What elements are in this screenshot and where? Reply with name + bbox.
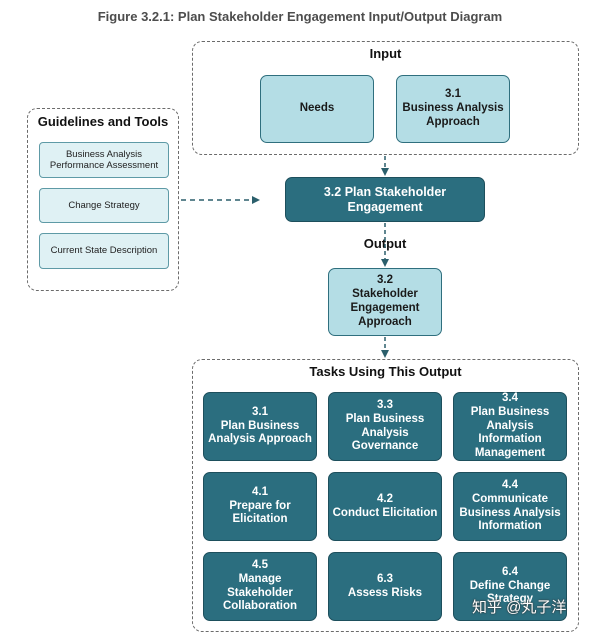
task-3-4: 3.4 Plan Business Analysis Information M… (453, 392, 567, 461)
tool-change-strategy: Change Strategy (39, 188, 169, 223)
task-plan-stakeholder-engagement: 3.2 Plan Stakeholder Engagement (285, 177, 485, 222)
task-4-1: 4.1 Prepare for Elicitation (203, 472, 317, 541)
tool-current-state-description: Current State Description (39, 233, 169, 269)
input-section (192, 41, 579, 155)
task-4-2: 4.2 Conduct Elicitation (328, 472, 442, 541)
output-label: Output (363, 236, 407, 251)
task-3-1: 3.1 Plan Business Analysis Approach (203, 392, 317, 461)
tasks-using-section (192, 359, 579, 632)
tasks-using-label: Tasks Using This Output (309, 364, 462, 379)
input-label: Input (369, 46, 402, 61)
input-needs: Needs (260, 75, 374, 143)
guidelines-label: Guidelines and Tools (37, 114, 169, 129)
task-4-5: 4.5 Manage Stakeholder Collaboration (203, 552, 317, 621)
task-6-4: 6.4 Define Change Strategy (453, 552, 567, 621)
task-3-3: 3.3 Plan Business Analysis Governance (328, 392, 442, 461)
guidelines-section (27, 108, 179, 291)
task-6-3: 6.3 Assess Risks (328, 552, 442, 621)
task-4-4: 4.4 Communicate Business Analysis Inform… (453, 472, 567, 541)
tool-performance-assessment: Business Analysis Performance Assessment (39, 142, 169, 178)
figure-title: Figure 3.2.1: Plan Stakeholder Engagemen… (97, 9, 503, 24)
output-stakeholder-engagement-approach: 3.2 Stakeholder Engagement Approach (328, 268, 442, 336)
input-business-analysis-approach: 3.1 Business Analysis Approach (396, 75, 510, 143)
watermark: 知乎 @丸子洋 (472, 599, 567, 616)
